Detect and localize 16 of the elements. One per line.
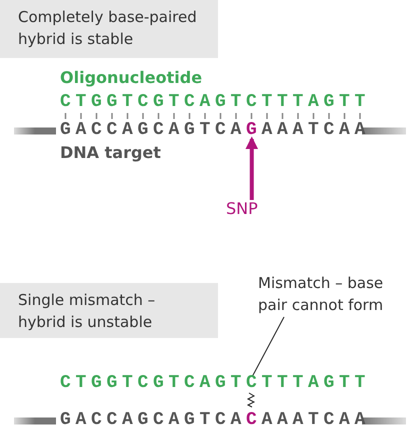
highlighted-base: C: [246, 410, 262, 430]
snp-label: SNP: [226, 198, 258, 220]
strand-label: Oligonucleotide: [60, 68, 202, 87]
oligonucleotide-sequence: CTGGTCGTCAGTCTTTAGTT: [60, 373, 370, 393]
leader-line: [252, 316, 284, 378]
caption-box: Single mismatch – hybrid is unstable: [0, 283, 218, 338]
target-sequence: AAATCAA: [262, 120, 370, 140]
mismatch-note: Mismatch – base pair cannot form: [258, 272, 398, 316]
arrow: [245, 136, 258, 200]
highlighted-base: G: [246, 120, 262, 140]
strand-label: DNA target: [60, 143, 161, 162]
caption-box: Completely base-paired hybrid is stable: [0, 0, 218, 58]
target-sequence: AAATCAA: [262, 410, 370, 430]
target-sequence: GACCAGCAGTCA: [60, 410, 246, 430]
target-sequence: GACCAGCAGTCA: [60, 120, 246, 140]
oligonucleotide-sequence: CTGGTCGTCAGTCTTTAGTT: [60, 92, 370, 112]
